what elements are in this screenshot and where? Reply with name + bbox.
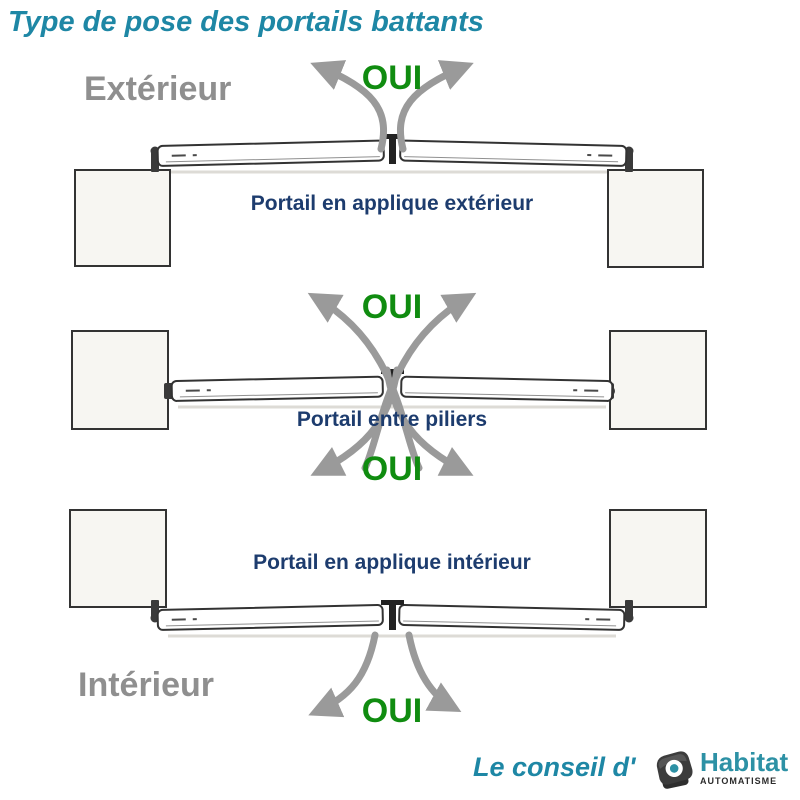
brand-name: Habitat <box>700 747 789 777</box>
oui-answer-between-bottom: OUI <box>361 450 423 488</box>
exterior-side-label: Extérieur <box>84 70 232 108</box>
gate-leaf-left <box>170 375 384 402</box>
pillar-right <box>609 330 707 430</box>
diagram-entre-piliers <box>71 292 707 476</box>
swing-arrow-up-left-icon <box>310 60 388 153</box>
oui-answer-between-top: OUI <box>361 288 423 326</box>
habitat-automatisme-icon <box>656 751 693 789</box>
center-stop-cap <box>381 134 404 139</box>
oui-answer-interior: OUI <box>361 692 423 730</box>
brand-subtitle: AUTOMATISME <box>700 776 778 786</box>
diagram-applique-interieur <box>69 509 707 718</box>
gate-leaf-right <box>400 375 614 402</box>
brand-text: Habitat AUTOMATISME <box>700 749 788 786</box>
gate-leaf-left <box>156 604 384 631</box>
hinge-knuckle-right <box>624 613 634 623</box>
pillar-left <box>74 169 171 267</box>
center-stop-stem <box>389 138 396 164</box>
swing-arrow-down-right-icon <box>383 366 474 476</box>
interior-side-label: Intérieur <box>78 666 215 704</box>
brand-logo: Habitat AUTOMATISME <box>652 749 788 793</box>
swing-arrow-down-left-icon <box>308 631 379 718</box>
pillar-left <box>71 330 169 430</box>
swing-arrow-down-right-icon <box>405 631 462 713</box>
swing-arrow-up-right-icon <box>396 60 474 153</box>
portal-label-applique-exterieur: Portail en applique extérieur <box>250 192 534 215</box>
pillar-right <box>607 169 704 268</box>
gate-leaf-left <box>156 139 385 167</box>
portal-label-applique-interieur: Portail en applique intérieur <box>253 551 531 574</box>
diagram-applique-exterieur <box>74 60 704 268</box>
pillar-left <box>69 509 167 608</box>
hinge-post-right <box>625 600 633 618</box>
center-stop-cap <box>381 369 404 374</box>
page-title: Type de pose des portails battants <box>8 6 484 38</box>
oui-answer-exterior: OUI <box>361 59 423 97</box>
swing-arrow-down-left-icon <box>310 366 401 476</box>
pillar-right <box>609 509 707 608</box>
footer-tagline: Le conseil d' <box>473 752 636 782</box>
gate-leaf-right <box>399 139 628 167</box>
portal-label-entre-piliers: Portail entre piliers <box>296 408 488 431</box>
center-stop-stem <box>389 604 396 630</box>
gate-leaf-right <box>398 604 626 631</box>
center-stop-cap <box>381 600 404 605</box>
